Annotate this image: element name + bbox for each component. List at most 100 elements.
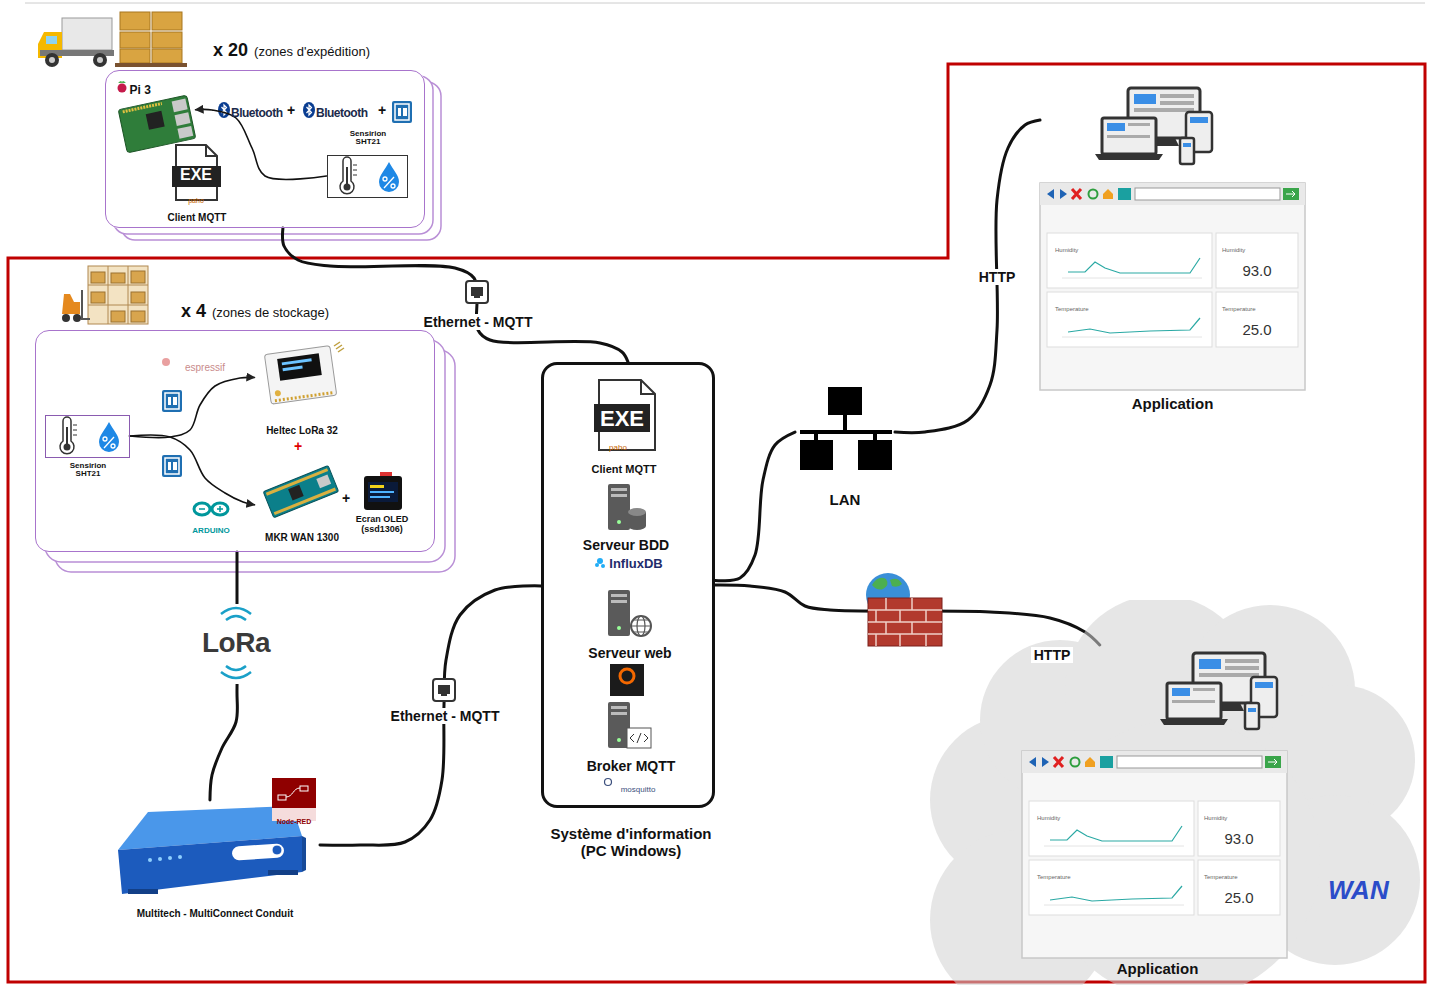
zone-stack	[105, 70, 425, 228]
executable-icon	[206, 145, 217, 156]
node-red-logo	[272, 778, 316, 821]
ethernet-icon	[466, 281, 488, 303]
zone-box: x 20(zones d'expédition)Pi 3Sensirion SH…	[105, 70, 425, 228]
heltec-board	[275, 393, 332, 401]
label-holder: Humidity	[1222, 238, 1245, 256]
mkr-board	[288, 485, 304, 501]
application-node: Application	[1020, 645, 1295, 982]
parcel-stack	[115, 63, 187, 67]
database-server	[608, 484, 630, 530]
gateway-device	[232, 843, 285, 861]
i2c-icon	[162, 455, 182, 477]
warehouse-icon	[91, 272, 105, 283]
warehouse-icon	[62, 294, 80, 314]
raspberry-pi	[177, 126, 193, 139]
node-label: LAN	[830, 491, 861, 508]
bluetooth-logo	[218, 102, 230, 118]
parcel-stack	[120, 12, 150, 30]
text-label: Humidity	[1055, 247, 1078, 254]
zone-stack	[105, 70, 441, 240]
zone-stack	[35, 330, 435, 552]
oled-screen	[368, 482, 398, 502]
grafana-logo	[620, 669, 634, 683]
raspberry-pi	[118, 81, 196, 153]
label-holder: +	[282, 101, 482, 119]
text-label: Client MQTT	[168, 212, 227, 224]
parcel-stack	[152, 32, 182, 48]
raspberry-pi	[175, 112, 191, 126]
text-holder: Application	[1040, 395, 1305, 413]
text-holder: Système d'information (PC Windows)	[541, 825, 721, 860]
oled-screen	[370, 491, 394, 493]
text-label: Humidity	[1037, 815, 1060, 822]
text-label: Client MQTT	[592, 463, 657, 476]
label-holder: Humidity	[1055, 238, 1078, 256]
lora-waves	[196, 604, 278, 684]
text-label: 93.0	[1224, 830, 1253, 847]
lan-icon	[843, 415, 847, 432]
label-holder: Humidity	[1204, 806, 1227, 824]
broker-server	[627, 728, 651, 748]
truck-icon	[49, 57, 55, 63]
text-label: Temperature	[1204, 874, 1238, 881]
oled-screen	[370, 496, 390, 498]
text-label: 25.0	[1224, 889, 1253, 906]
mkr-board	[263, 466, 338, 518]
heltec-board	[282, 358, 312, 365]
label-holder: Grafana	[527, 687, 727, 705]
node-label: Heltec LoRa 32	[266, 425, 338, 437]
text-label: 25.0	[1242, 321, 1271, 338]
executable-icon	[172, 166, 221, 187]
lan-icon	[858, 440, 892, 470]
heading-row: x 20(zones d'expédition)	[213, 40, 370, 61]
heltec-board	[264, 346, 336, 405]
text-label: ARDUINO	[192, 526, 229, 535]
label-holder: +	[246, 489, 446, 507]
warehouse-icon	[62, 314, 70, 322]
edge-label-holder: Ethernet - MQTT	[378, 313, 578, 331]
parcel-stack	[115, 12, 187, 67]
text-holder: Application	[1020, 960, 1295, 978]
heltec-board	[277, 353, 322, 381]
truck-icon	[62, 18, 112, 50]
mkr-board	[274, 488, 336, 516]
lan-icon	[828, 387, 862, 415]
board-box: Heltec LoRa 32	[255, 338, 350, 438]
raspberry-pi	[118, 84, 127, 93]
text-label: EXE	[180, 166, 212, 184]
raspberry-pi	[118, 81, 126, 83]
text-label: paho	[609, 443, 627, 452]
sensor-box: Sensirion SHT21	[45, 415, 130, 458]
network-node: LAN	[795, 385, 895, 515]
lan-icon	[800, 440, 833, 470]
label-holder: mosquitto	[538, 778, 738, 796]
warehouse-icon	[131, 292, 145, 303]
label-holder: 25.0	[1157, 321, 1357, 339]
board-box: Pi 3	[118, 80, 196, 152]
text-holder: WAN	[1328, 876, 1408, 906]
i2c-icon	[392, 101, 412, 123]
text-label: Broker MQTT	[587, 758, 676, 774]
gateway-device	[118, 836, 302, 894]
warehouse-icon	[81, 290, 83, 320]
warehouse-icon	[111, 273, 125, 283]
connector	[895, 120, 1040, 433]
label-holder: Temperature	[1222, 297, 1256, 315]
ethernet-icon	[433, 679, 455, 701]
database-server	[595, 563, 599, 567]
raspberry-pi	[172, 99, 188, 113]
edge-label: Ethernet - MQTT	[388, 708, 503, 724]
label-holder: Temperature	[1037, 865, 1071, 883]
oled-screen	[364, 476, 402, 510]
text-label: +	[287, 102, 295, 118]
connector	[130, 435, 255, 505]
text-holder: Sensirion SHT21	[66, 462, 110, 480]
web-server	[608, 590, 651, 636]
truck-icon	[97, 57, 103, 63]
label-holder: Temperature	[1204, 865, 1238, 883]
truck-icon	[46, 36, 57, 44]
parcel-stack	[152, 12, 182, 30]
espressif-logo	[162, 358, 170, 366]
zone-heading: (zones de stockage)	[212, 306, 329, 321]
label-holder: Client MQTT	[524, 459, 724, 477]
